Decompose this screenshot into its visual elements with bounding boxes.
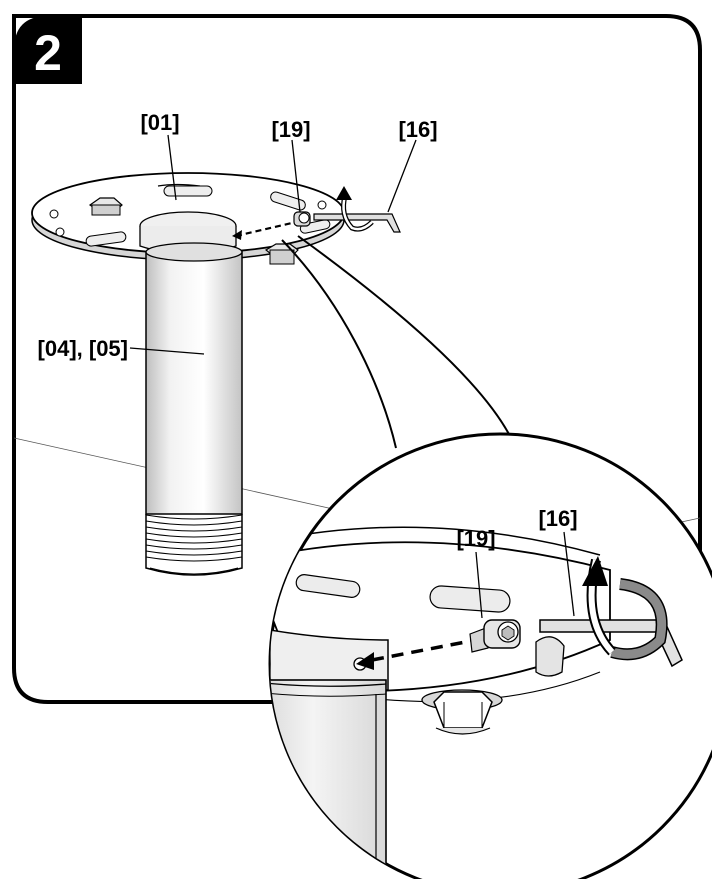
hex-key-detail [539,556,683,668]
detail-magnifier: [19] [16] [268,432,712,879]
callout-set-screw: [19] [271,117,310,142]
set-screw-small [232,211,311,240]
step-badge: 2 [14,16,82,84]
callout-hex-key: [16] [398,117,437,142]
callout-hex-key-detail: [16] [538,506,577,531]
pipe [145,242,243,576]
pipe-threads [145,514,243,562]
set-screw-detail [469,619,521,653]
leader-lines [129,134,417,355]
hex-bolt-right [264,243,299,265]
hex-bolt-left [88,197,123,216]
ceiling-plate [31,172,345,265]
mount-assembly: [01] [19] [16] [04], [05] [31,110,438,576]
hex-nut-detail [421,689,503,735]
hex-key-small [313,186,401,233]
zoom-connector [281,235,511,449]
step-number: 2 [34,25,62,81]
callout-set-screw-detail: [19] [456,526,495,551]
callout-mount-plate: [01] [140,110,179,135]
callout-pipe: [04], [05] [38,336,128,361]
